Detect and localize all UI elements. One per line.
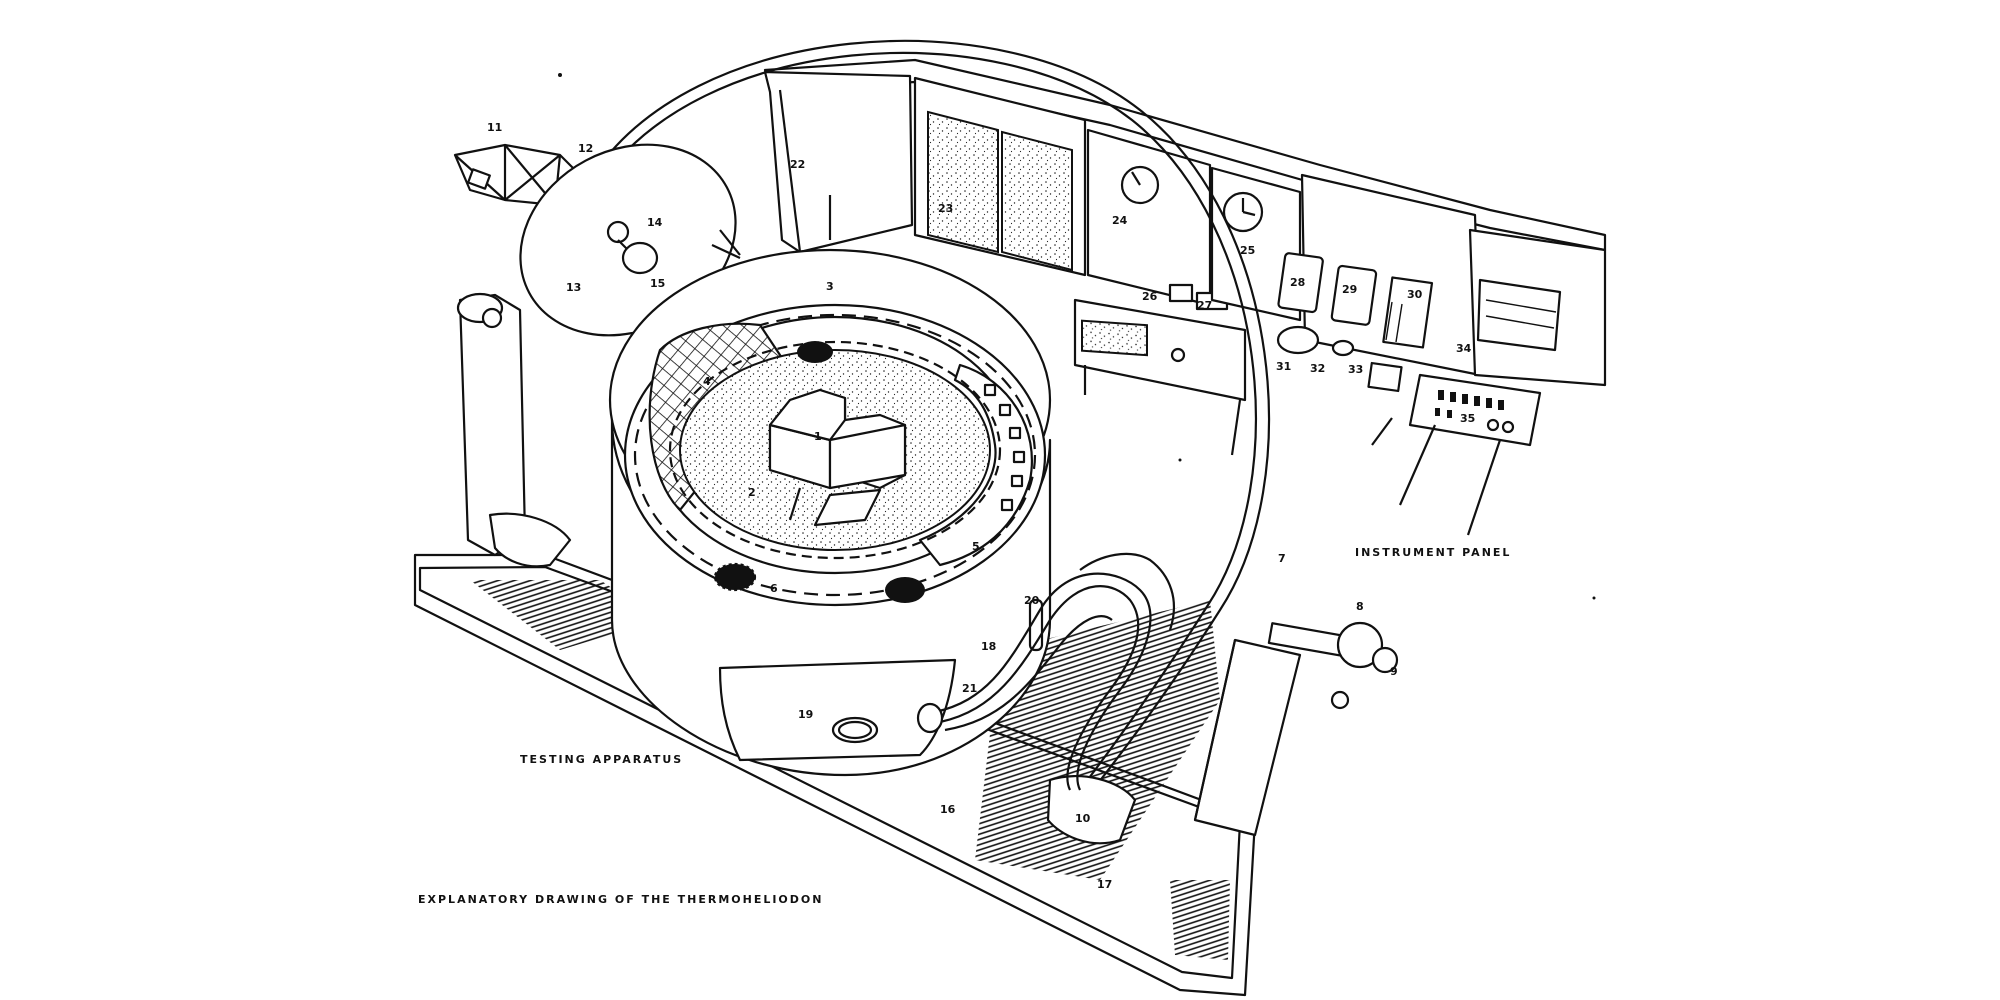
callout-2: 2 — [748, 486, 756, 499]
vent-right — [885, 577, 925, 603]
callouts: 1 2 3 4 5 6 7 8 9 10 11 12 13 14 15 16 1… — [487, 121, 1475, 891]
cabinet-22 — [763, 70, 914, 254]
dial-32 — [1331, 339, 1355, 357]
vent-top — [797, 341, 833, 363]
callout-24: 24 — [1112, 214, 1128, 227]
meter-33 — [1367, 361, 1403, 393]
recorder-28 — [1277, 252, 1324, 314]
callout-14: 14 — [647, 216, 663, 229]
vent-left — [715, 564, 755, 590]
lamp-support-foot — [488, 512, 572, 568]
callout-27: 27 — [1197, 299, 1212, 312]
instrument-panel-label: INSTRUMENT PANEL — [1355, 546, 1511, 559]
lamp-14-15 — [606, 220, 659, 275]
dial-31 — [1276, 325, 1320, 355]
keys-35 — [1435, 390, 1515, 434]
control-box-35 — [1408, 373, 1542, 447]
callout-8: 8 — [1356, 600, 1364, 613]
control-26 — [1168, 283, 1194, 303]
callout-10: 10 — [1075, 812, 1091, 825]
drawing-title: EXPLANATORY DRAWING OF THE THERMOHELIODO… — [418, 893, 823, 906]
recorder-29 — [1330, 264, 1378, 326]
sun-lamp-apparatus — [453, 143, 741, 568]
callout-16: 16 — [940, 803, 956, 816]
drive-motor-8 — [1336, 621, 1384, 669]
callout-34: 34 — [1456, 342, 1472, 355]
callout-22: 22 — [790, 158, 805, 171]
testing-apparatus-label: TESTING APPARATUS — [520, 753, 683, 766]
callout-31: 31 — [1276, 360, 1291, 373]
arc-foot-10 — [1046, 775, 1137, 845]
panel-section-24 — [1086, 128, 1212, 307]
screen-34 — [1476, 278, 1562, 352]
callout-32: 32 — [1310, 362, 1325, 375]
callout-15: 15 — [650, 277, 665, 290]
control-panel-19 — [718, 658, 957, 762]
callout-21: 21 — [962, 682, 977, 695]
callout-5: 5 — [972, 540, 980, 553]
cabinet-23-door-left — [927, 110, 999, 254]
callout-6: 6 — [770, 582, 778, 595]
model-building-1 — [768, 388, 907, 527]
callout-3: 3 — [826, 280, 834, 293]
callout-35: 35 — [1460, 412, 1475, 425]
callout-1: 1 — [814, 430, 822, 443]
callout-28: 28 — [1290, 276, 1305, 289]
test-table — [608, 248, 1175, 791]
shade-fins-5 — [983, 383, 1026, 512]
callout-12: 12 — [578, 142, 593, 155]
cabinet-23-door-right — [1001, 130, 1073, 272]
desk-vent — [1081, 319, 1148, 357]
callout-20: 20 — [1024, 594, 1040, 607]
recorder-30 — [1382, 276, 1434, 349]
sun-arc-7 — [589, 39, 1270, 801]
callout-11: 11 — [487, 121, 502, 134]
callout-19: 19 — [798, 708, 813, 721]
cables-21 — [916, 552, 1175, 791]
callout-7: 7 — [1278, 552, 1286, 565]
callout-30: 30 — [1407, 288, 1423, 301]
callout-4: 4 — [703, 375, 711, 388]
instrument-panel — [763, 58, 1607, 536]
callout-9: 9 — [1390, 665, 1398, 678]
callout-29: 29 — [1342, 283, 1357, 296]
callout-13: 13 — [566, 281, 581, 294]
callout-18: 18 — [981, 640, 996, 653]
callout-25: 25 — [1240, 244, 1255, 257]
callout-17: 17 — [1097, 878, 1112, 891]
callout-33: 33 — [1348, 363, 1363, 376]
callout-26: 26 — [1142, 290, 1158, 303]
callout-23: 23 — [938, 202, 953, 215]
arc-drive-8-9 — [1193, 621, 1399, 837]
